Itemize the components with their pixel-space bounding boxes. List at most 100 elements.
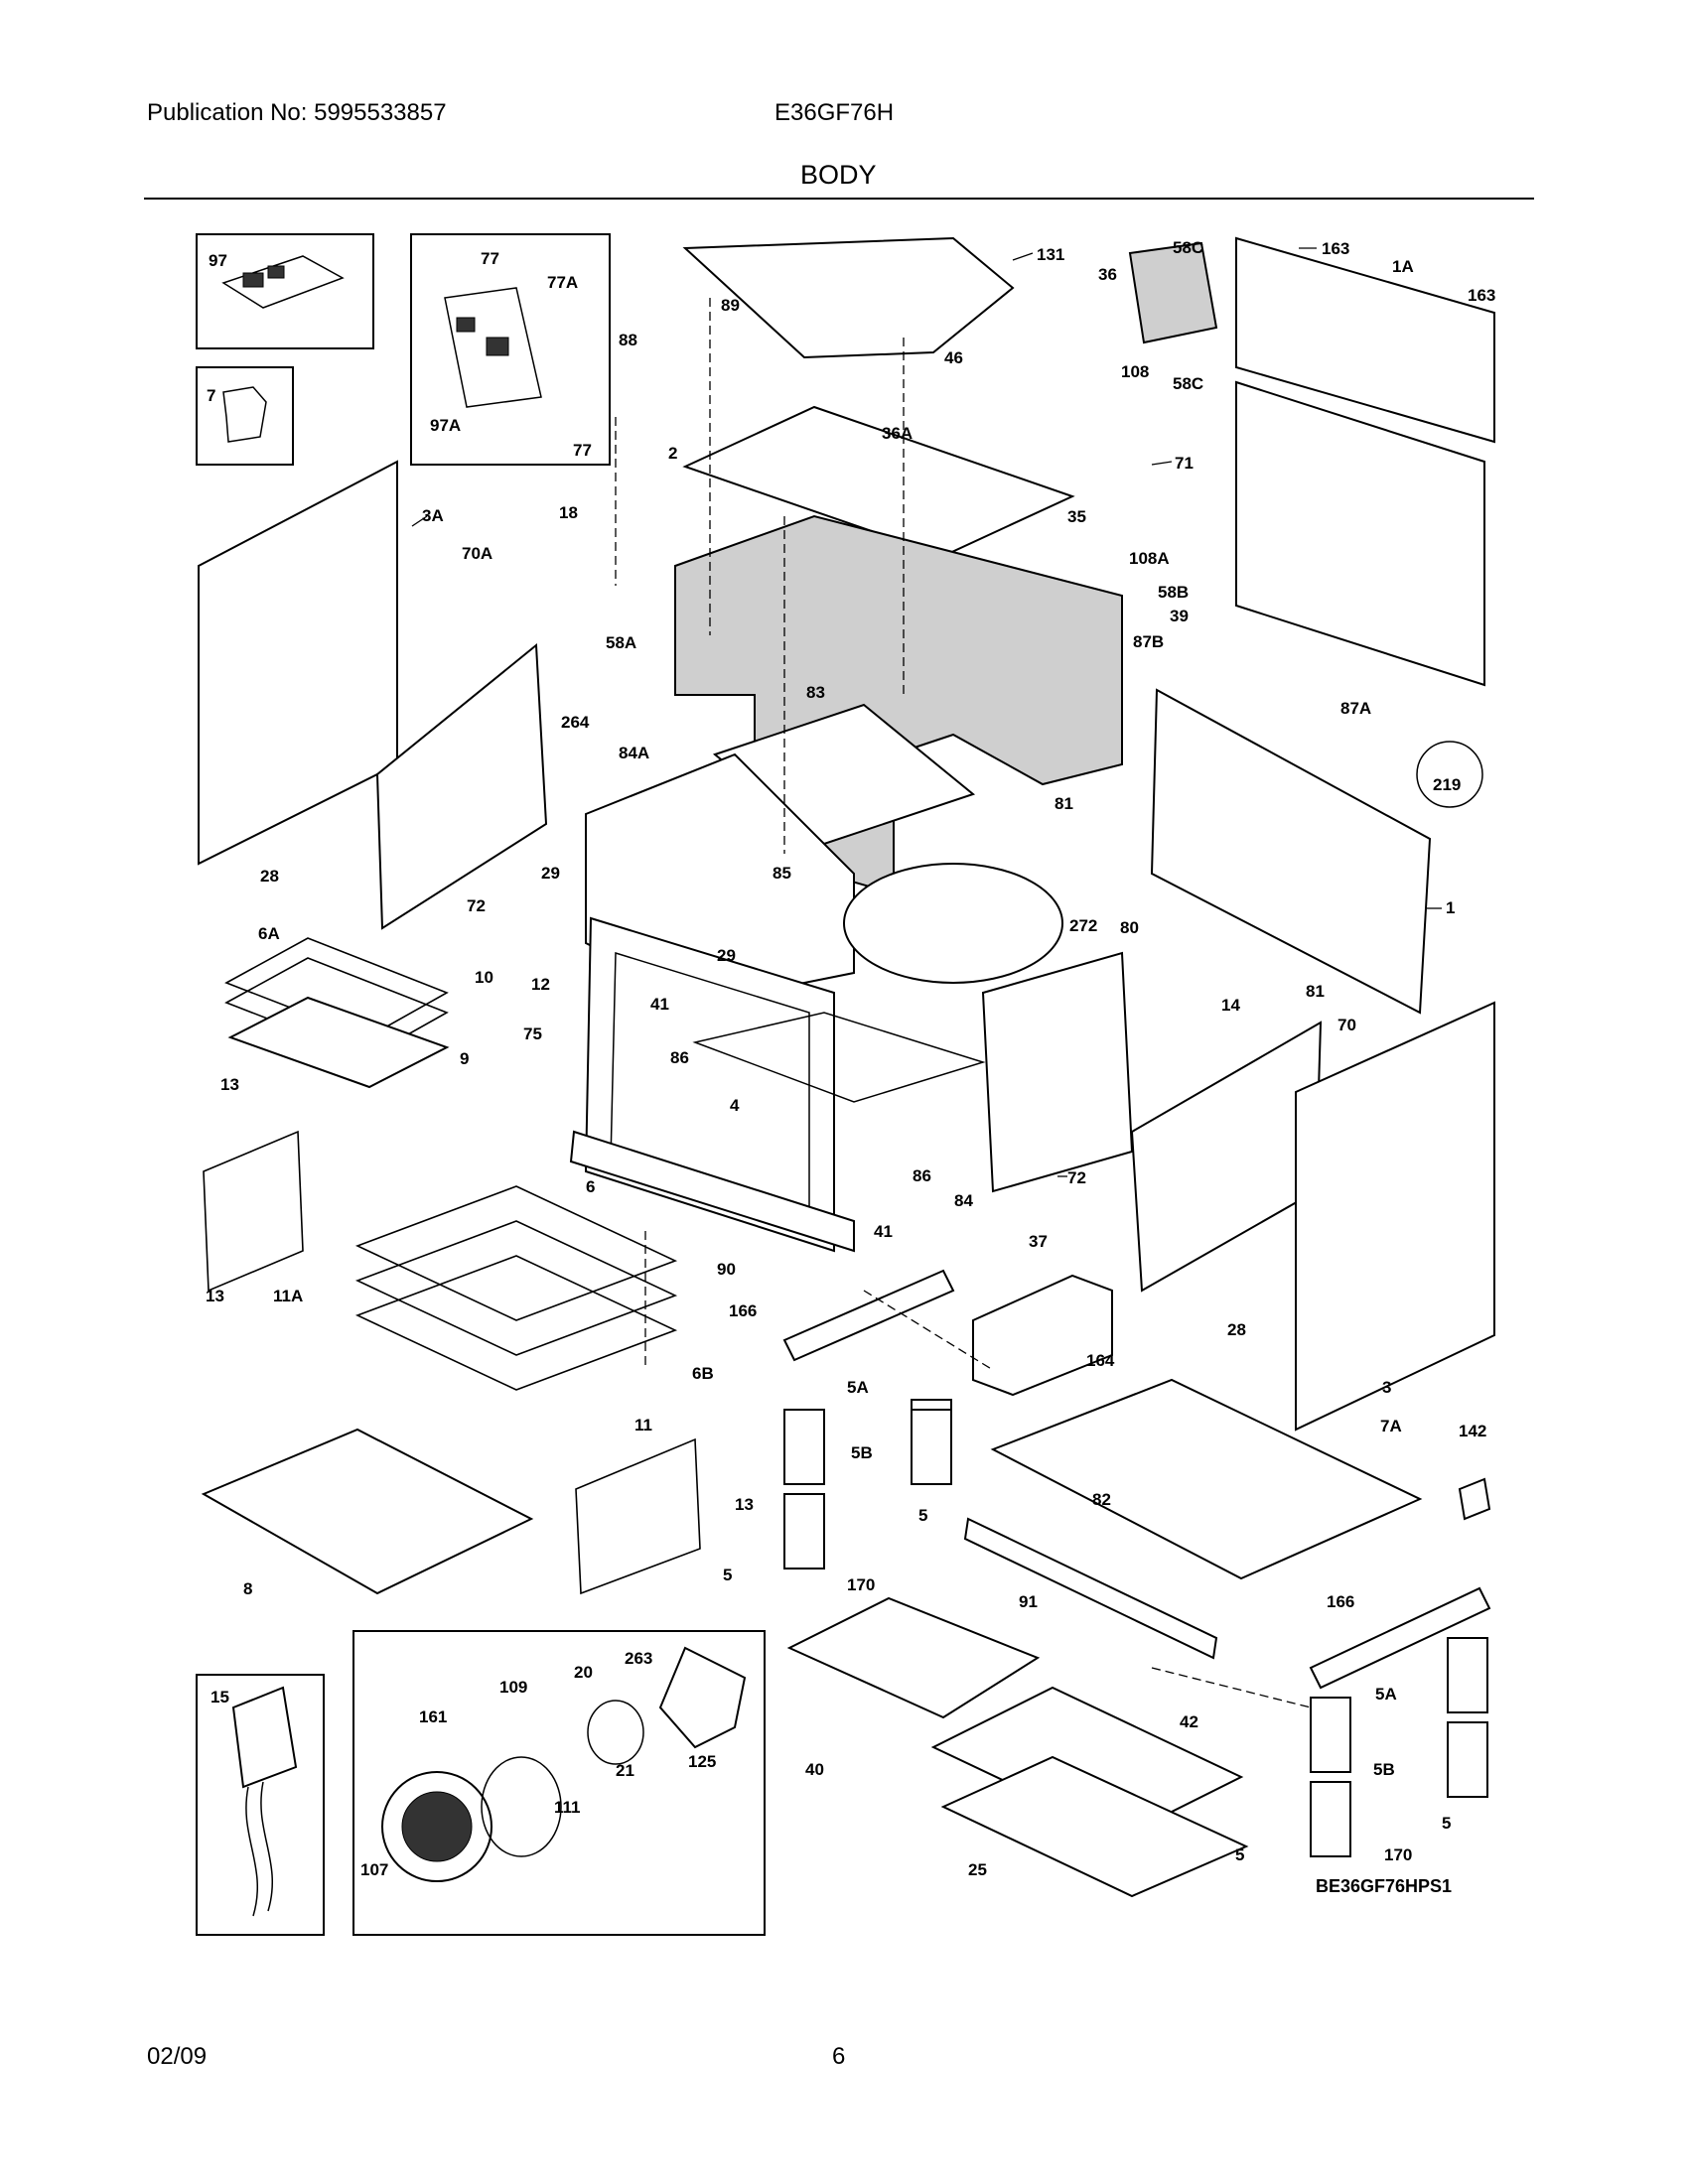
label-161: 161 (419, 1707, 447, 1726)
part-72-left (375, 642, 548, 930)
part-166-left (782, 1269, 955, 1362)
part-8 (201, 1428, 534, 1595)
label-39: 39 (1170, 607, 1189, 625)
label-5B: 5B (851, 1443, 873, 1462)
label-87B: 87B (1133, 632, 1164, 651)
label-5b: 5 (723, 1566, 732, 1584)
label-13b: 13 (206, 1287, 224, 1305)
diagram-code: BE36GF76HPS1 (1316, 1876, 1452, 1896)
label-70A: 70A (462, 544, 492, 563)
header-divider (144, 198, 1534, 200)
label-80: 80 (1120, 918, 1139, 937)
label-131: 131 (1037, 245, 1064, 264)
page-number: 6 (832, 2043, 846, 2070)
part-25 (940, 1755, 1249, 1898)
label-36: 36 (1098, 265, 1117, 284)
part-40 (786, 1596, 1041, 1719)
part-5A-left (783, 1409, 825, 1485)
label-15: 15 (211, 1688, 229, 1706)
label-12: 12 (531, 975, 550, 994)
inset-box-97A (410, 233, 611, 466)
label-97: 97 (209, 251, 227, 270)
part-164 (972, 1274, 1113, 1397)
part-84 (981, 951, 1134, 1193)
label-5c: 5 (1442, 1814, 1451, 1833)
label-6A: 6A (258, 924, 280, 943)
label-142: 142 (1459, 1422, 1486, 1440)
label-58A: 58A (606, 633, 636, 652)
label-108A: 108A (1129, 549, 1170, 568)
label-40: 40 (805, 1760, 824, 1779)
label-28b: 28 (1227, 1320, 1246, 1339)
part-72-right (1130, 1021, 1323, 1293)
label-263: 263 (625, 1649, 652, 1668)
label-1A: 1A (1392, 257, 1414, 276)
footer-date: 02/09 (147, 2043, 208, 2070)
part-11A (203, 1130, 304, 1293)
label-70: 70 (1337, 1016, 1356, 1034)
label-14: 14 (1221, 996, 1240, 1015)
label-107: 107 (360, 1860, 388, 1879)
inset-box-97 (196, 233, 374, 349)
label-2: 2 (668, 444, 677, 463)
label-5Bb: 5B (1373, 1760, 1395, 1779)
label-11: 11 (634, 1416, 652, 1434)
label-109: 109 (499, 1678, 527, 1697)
label-87A: 87A (1340, 699, 1371, 718)
label-83: 83 (806, 683, 825, 702)
label-41b: 41 (874, 1222, 893, 1241)
label-8: 8 (243, 1579, 252, 1598)
label-10: 10 (475, 968, 493, 987)
label-3: 3 (1382, 1378, 1391, 1397)
part-131 (682, 236, 1015, 359)
part-3 (1295, 1001, 1495, 1432)
label-7A: 7A (1380, 1417, 1402, 1435)
part-3A (198, 460, 398, 866)
part-6B-rack (354, 1255, 678, 1391)
part-91 (963, 1517, 1218, 1660)
part-1A (1235, 236, 1495, 444)
label-72: 72 (467, 896, 486, 915)
label-58Cb: 58C (1173, 374, 1203, 393)
model-number: E36GF76H (774, 99, 895, 126)
label-219: 219 (1433, 775, 1461, 794)
label-264: 264 (561, 713, 590, 732)
label-20: 20 (574, 1663, 593, 1682)
part-5B-left (783, 1493, 825, 1570)
inset-box-7 (196, 366, 294, 466)
label-111: 111 (554, 1798, 581, 1817)
part-9 (227, 996, 450, 1089)
label-21: 21 (616, 1761, 634, 1780)
part-82 (990, 1378, 1423, 1580)
label-29: 29 (541, 864, 560, 883)
label-29b: 29 (717, 946, 736, 965)
label-18: 18 (559, 503, 578, 522)
label-170: 170 (847, 1575, 875, 1594)
label-166: 166 (729, 1301, 757, 1320)
part-1 (1150, 688, 1432, 1015)
label-36A: 36A (882, 424, 913, 443)
label-1: 1 (1446, 898, 1455, 917)
label-77A: 77A (547, 273, 578, 292)
label-125: 125 (688, 1752, 716, 1771)
label-81b: 81 (1306, 982, 1325, 1001)
label-4: 4 (730, 1096, 740, 1115)
part-71 (1235, 380, 1485, 687)
label-71: 71 (1175, 454, 1194, 473)
label-58B: 58B (1158, 583, 1189, 602)
label-91: 91 (1019, 1592, 1038, 1611)
label-25: 25 (968, 1860, 987, 1879)
label-5d: 5 (1235, 1845, 1244, 1864)
label-82: 82 (1092, 1490, 1111, 1509)
label-81: 81 (1055, 794, 1073, 813)
label-37: 37 (1029, 1232, 1048, 1251)
label-170b: 170 (1384, 1845, 1412, 1864)
label-108: 108 (1121, 362, 1149, 381)
label-85: 85 (773, 864, 791, 883)
label-88: 88 (619, 331, 637, 349)
label-6B: 6B (692, 1364, 714, 1383)
label-164: 164 (1086, 1351, 1115, 1370)
label-41: 41 (650, 995, 669, 1014)
part-6-rack (354, 1185, 678, 1321)
label-42: 42 (1180, 1712, 1198, 1731)
